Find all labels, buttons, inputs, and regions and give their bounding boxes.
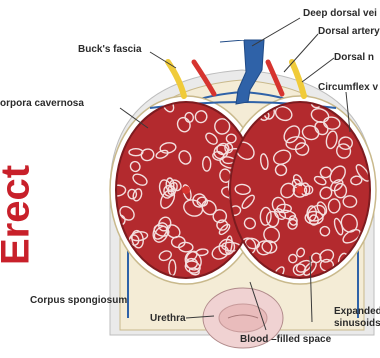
label-expanded-sinusoids-line2: sinusoids [334,318,380,330]
label-dorsal-nerve: Dorsal n [334,52,374,64]
label-expanded-sinusoids-line1: Expanded [334,306,380,318]
label-dorsal-artery: Dorsal artery [318,26,380,38]
urethra-lumen [219,304,267,332]
label-deep-dorsal-vein: Deep dorsal vei [303,8,377,20]
label-circumflex-vein: Circumflex v [318,82,378,94]
label-blood-filled-space: Blood –filled space [240,334,331,346]
deep-artery-left [182,186,190,194]
label-bucks-fascia: Buck's fascia [78,44,142,56]
deep-artery-right [296,186,304,194]
label-corpus-spongiosum: Corpus spongiosum [30,295,127,307]
label-corpora-cavernosa: orpora cavernosa [0,98,84,110]
label-urethra: Urethra [150,313,186,325]
